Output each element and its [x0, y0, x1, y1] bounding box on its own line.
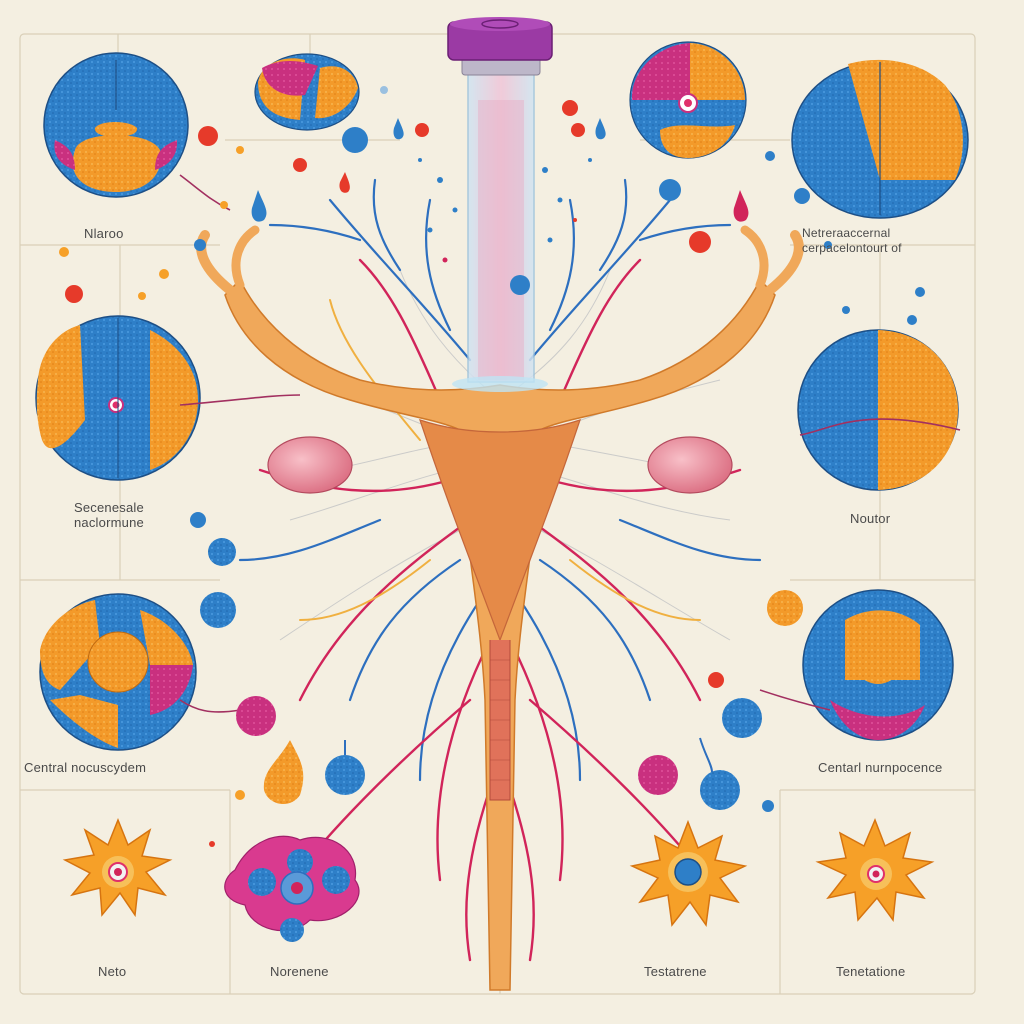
- label-brain-low-left: Central nocuscydem: [24, 760, 147, 775]
- brain-icon: [35, 41, 969, 751]
- vial-icon: [447, 17, 553, 392]
- label-brain-top-left: Nlaroo: [84, 226, 124, 241]
- label-brain-top-right: Netreraaccernal cerpacelontourt of: [802, 226, 902, 255]
- neuron-icon: [62, 817, 935, 942]
- scattered-particles: [59, 86, 925, 847]
- label-brain-low-right: Centarl nurnpocence: [818, 760, 943, 775]
- label-neuron-2: Norenene: [270, 964, 329, 979]
- label-neuron-4: Tenetatione: [836, 964, 906, 979]
- droplet-icon: [65, 100, 810, 812]
- label-brain-mid-right: Noutor: [850, 511, 891, 526]
- label-neuron-1: Neto: [98, 964, 127, 979]
- uterus-icon: [196, 225, 804, 991]
- label-neuron-3: Testatrene: [644, 964, 707, 979]
- label-brain-mid-left: Secenesale naclormune: [74, 500, 144, 530]
